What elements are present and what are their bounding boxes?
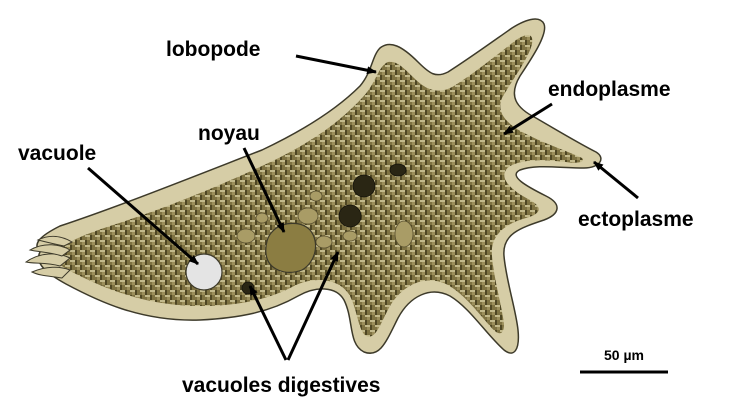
nucleus <box>266 223 316 272</box>
digestive-vacuole <box>390 164 406 176</box>
label-vacuoles-digestives: vacuoles digestives <box>182 374 380 397</box>
scale-bar-label: 50 µm <box>604 347 644 363</box>
arrow-ectoplasme <box>594 162 638 198</box>
label-ectoplasme: ectoplasme <box>578 208 694 231</box>
scale-bar: 50 µm <box>580 347 668 372</box>
label-lobopode: lobopode <box>166 38 260 61</box>
food-particle <box>237 229 255 243</box>
food-particle <box>298 208 318 224</box>
label-noyau: noyau <box>198 122 260 145</box>
food-particle <box>343 231 357 241</box>
arrow-lobopode <box>296 56 376 72</box>
food-particle <box>395 221 413 247</box>
food-particle <box>316 236 332 248</box>
digestive-vacuole <box>353 175 375 197</box>
label-vacuole: vacuole <box>18 142 96 165</box>
label-endoplasme: endoplasme <box>548 78 671 101</box>
food-particle <box>256 213 268 223</box>
fringe-left <box>26 236 72 278</box>
food-particle <box>310 191 322 201</box>
digestive-vacuole <box>339 205 361 227</box>
